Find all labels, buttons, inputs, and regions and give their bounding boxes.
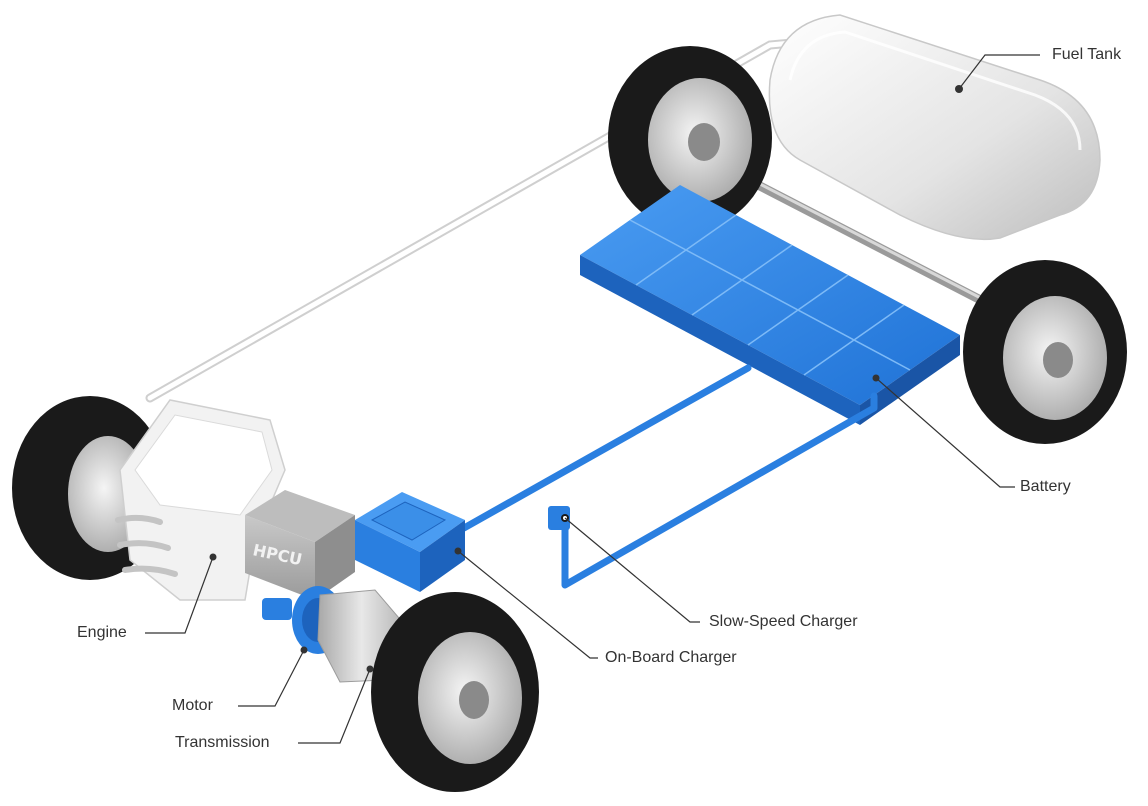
leader-lines bbox=[145, 54, 1040, 744]
label-on-board-charger: On-Board Charger bbox=[605, 649, 737, 666]
leader-line-engine bbox=[145, 556, 214, 634]
leader-line-transmission bbox=[298, 668, 371, 744]
fuel-tank bbox=[768, 14, 1101, 241]
label-transmission: Transmission bbox=[175, 734, 270, 751]
charging-cables bbox=[460, 364, 878, 589]
leader-line-on-board-charger bbox=[457, 550, 598, 659]
label-slow-speed-charger: Slow-Speed Charger bbox=[709, 613, 858, 630]
label-motor: Motor bbox=[172, 697, 213, 714]
leader-line-slow-speed-charger bbox=[564, 517, 700, 623]
leader-line-fuel-tank bbox=[958, 54, 1040, 90]
hpcu-unit: HPCU bbox=[245, 490, 355, 600]
rear-left-wheel bbox=[608, 46, 772, 230]
engine-block bbox=[115, 399, 286, 601]
label-battery: Battery bbox=[1020, 478, 1071, 495]
label-fuel-tank: Fuel Tank bbox=[1052, 46, 1122, 63]
rear-right-wheel bbox=[963, 260, 1127, 444]
front-right-wheel bbox=[371, 592, 539, 792]
slow-speed-charger-port bbox=[548, 506, 570, 530]
leader-line-battery bbox=[875, 377, 1015, 488]
battery-pack bbox=[580, 185, 960, 425]
label-engine: Engine bbox=[77, 624, 127, 641]
leader-line-motor bbox=[238, 649, 305, 707]
on-board-charger-box bbox=[355, 492, 465, 592]
